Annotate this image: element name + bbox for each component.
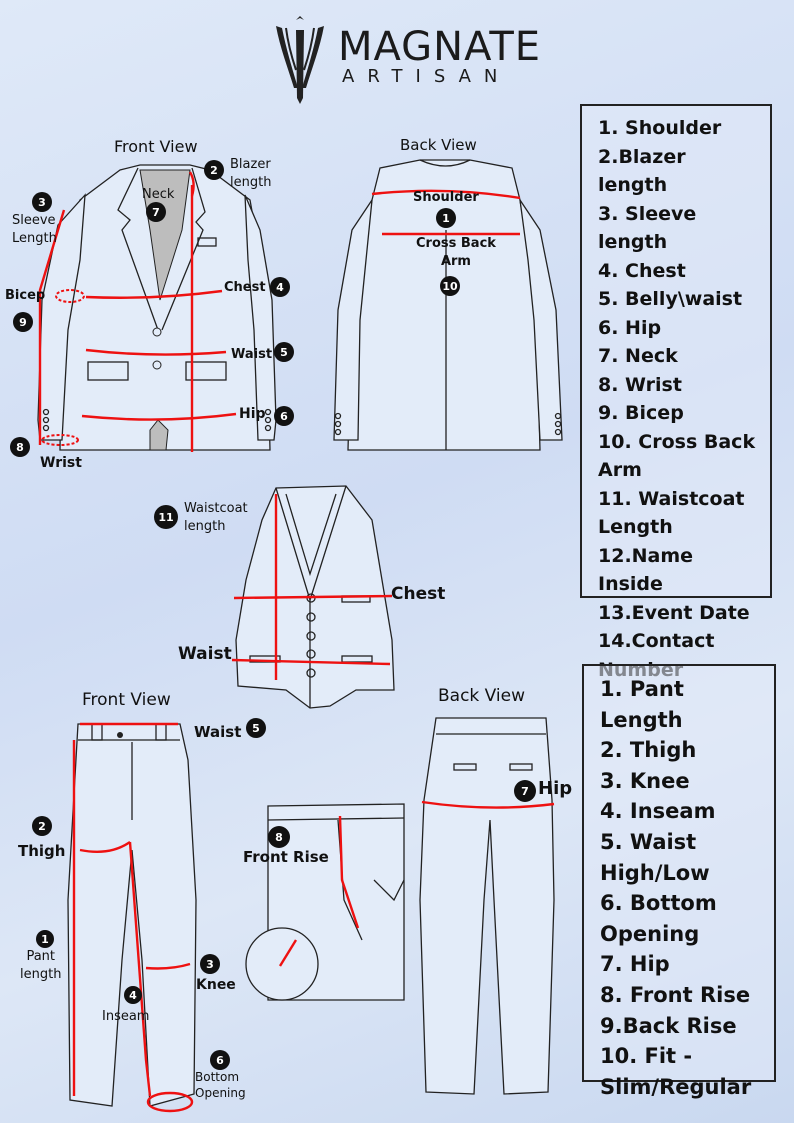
badge-hip: 6	[274, 406, 294, 426]
label-inseam: Inseam	[102, 1009, 150, 1024]
list-item: 1. Shoulder	[598, 117, 722, 139]
list-item: 11. Waistcoat Length	[598, 487, 745, 539]
badge-thigh: 2	[32, 816, 52, 836]
list-item: 3. Sleeve length	[598, 202, 697, 254]
blazer-front-drawing	[37, 164, 277, 452]
label-hip: Hip	[239, 406, 266, 422]
pants-front-view-title: Front View	[82, 690, 171, 710]
list-item: 9.Back Rise	[600, 1013, 737, 1038]
list-item: 12.Name Inside	[598, 544, 694, 596]
badge-shoulder: 1	[436, 208, 456, 228]
badge-bottom-opening: 6	[210, 1050, 230, 1070]
label-sleeve-length: Sleeve Length	[12, 213, 57, 246]
brand-name: MAGNATE	[338, 24, 542, 70]
label-bottom-opening: Bottom Opening	[195, 1070, 246, 1101]
list-item: 13.Event Date	[598, 601, 750, 624]
list-item: 3. Knee	[600, 768, 690, 793]
label-chest: Chest	[224, 280, 266, 295]
badge-wrist: 8	[10, 437, 30, 457]
badge-waistcoat-length: 11	[154, 505, 178, 529]
list-item: 4. Chest	[598, 259, 686, 282]
list-item: 4. Inseam	[600, 799, 716, 824]
badge-pant-waist: 5	[246, 718, 266, 738]
label-waist: Waist	[231, 347, 273, 362]
waistcoat-drawing	[231, 485, 395, 709]
label-knee: Knee	[196, 977, 236, 993]
list-item: 5. Belly\waist	[598, 288, 743, 310]
blazer-back-view-title: Back View	[400, 136, 477, 154]
list-item: 7. Hip	[600, 952, 670, 977]
badge-bicep: 9	[13, 312, 33, 332]
brand-subtitle: ARTISAN	[342, 66, 511, 87]
front-rise-detail	[245, 803, 405, 1001]
label-shoulder: Shoulder	[413, 190, 479, 205]
badge-knee: 3	[200, 954, 220, 974]
badge-front-rise: 8	[268, 826, 290, 848]
badge-blazer-length: 2	[204, 160, 224, 180]
logo-emblem-icon	[276, 16, 324, 104]
label-bicep: Bicep	[5, 288, 46, 303]
badge-cross-back-arm: 10	[440, 276, 460, 296]
badge-sleeve-length: 3	[32, 192, 52, 212]
list-item: 10. Fit - Slim/Regular	[600, 1044, 752, 1099]
badge-chest: 4	[270, 277, 290, 297]
badge-inseam: 4	[124, 986, 142, 1004]
badge-pant-length: 1	[36, 930, 54, 948]
badge-neck: 7	[146, 202, 166, 222]
label-front-rise: Front Rise	[243, 848, 329, 866]
pants-back-view-title: Back View	[438, 686, 526, 706]
list-item: 8. Wrist	[598, 373, 682, 396]
label-waistcoat-length: Waistcoat length	[184, 501, 248, 534]
blazer-measurement-list: 1. Shoulder 2.Blazer length 3. Sleeve le…	[580, 104, 772, 681]
list-item: 9. Bicep	[598, 402, 684, 424]
list-item: 6. Hip	[598, 316, 662, 339]
label-pant-waist: Waist	[194, 723, 242, 741]
pants-back-drawing	[419, 717, 555, 1095]
label-cross-back-arm: Cross Back Arm	[416, 236, 496, 269]
list-item: 10. Cross Back Arm	[598, 430, 756, 482]
label-thigh: Thigh	[18, 842, 66, 860]
label-pant-hip: Hip	[538, 778, 573, 799]
label-pant-length: Pant length	[20, 949, 62, 982]
label-waistcoat-waist: Waist	[178, 644, 232, 664]
badge-pant-hip: 7	[514, 780, 536, 802]
list-item: 2.Blazer length	[598, 145, 686, 197]
brand-logo: MAGNATE ARTISAN	[0, 14, 794, 104]
list-item: 1. Pant Length	[600, 677, 684, 732]
pants-front-drawing	[67, 722, 197, 1113]
label-wrist: Wrist	[40, 455, 82, 471]
list-item: 6. Bottom Opening	[600, 891, 717, 946]
blazer-front-view-title: Front View	[114, 137, 198, 156]
list-item: 5. Waist High/Low	[600, 829, 710, 885]
list-item: 7. Neck	[598, 345, 678, 367]
list-item: 8. Front Rise	[600, 982, 751, 1007]
label-neck: Neck	[142, 187, 175, 202]
blazer-back-drawing	[333, 159, 563, 451]
pant-measurement-list: 1. Pant Length 2. Thigh 3. Knee 4. Insea…	[582, 664, 776, 1099]
badge-waist: 5	[274, 342, 294, 362]
label-blazer-length: Blazer length	[230, 157, 272, 190]
list-item: 2. Thigh	[600, 738, 697, 763]
label-waistcoat-chest: Chest	[391, 584, 446, 604]
